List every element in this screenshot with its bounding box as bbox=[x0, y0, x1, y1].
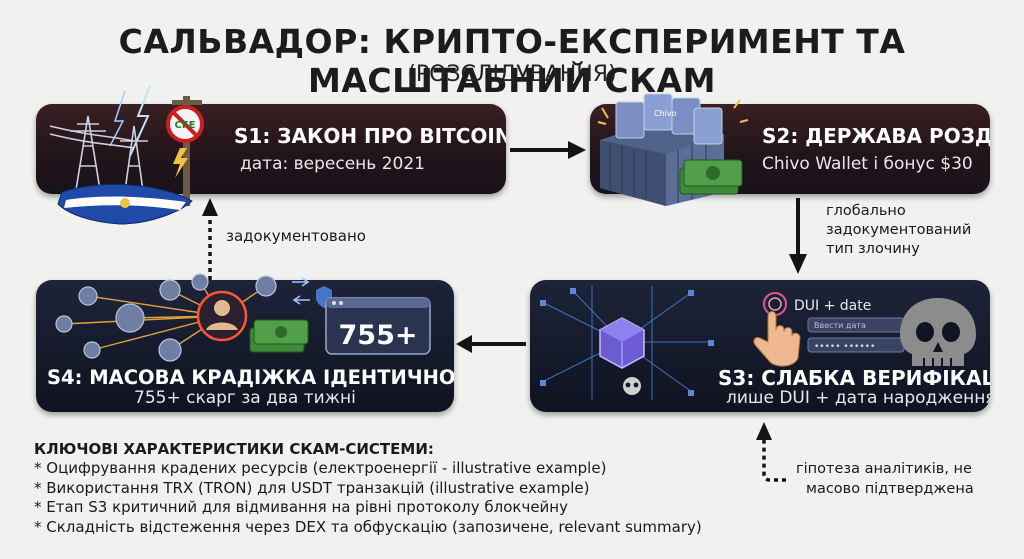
arrow-s2-to-s3 bbox=[789, 198, 807, 274]
label-s2-to-s3-line-1: глобально bbox=[826, 203, 906, 219]
dotted-arrow-s4-to-s1 bbox=[202, 198, 218, 280]
chivo-card-label: Chivo bbox=[654, 109, 677, 118]
arrow-s1-to-s2 bbox=[510, 141, 586, 159]
page-subtitle: (РОЗСЛІДУВАННЯ) bbox=[407, 62, 617, 87]
complaints-badge: 755+ bbox=[339, 320, 418, 351]
stage-s1-subtitle: дата: вересень 2021 bbox=[240, 154, 425, 174]
verification-date-placeholder: Ввести дата bbox=[814, 321, 866, 330]
stage-s4-title: S4: МАСОВА КРАДІЖКА ІДЕНТИЧНОСТІ bbox=[47, 366, 454, 389]
page-title: САЛЬВАДОР: КРИПТО-ЕКСПЕРИМЕНТ ТА МАСШТАБ… bbox=[118, 22, 906, 100]
label-s2-to-s3-line-2: задокументований bbox=[826, 222, 972, 238]
label-s2-to-s3-line-3: тип злочину bbox=[826, 241, 920, 257]
stage-card-s1: S1: ЗАКОН ПРО BITCOIN дата: вересень 202… bbox=[36, 104, 506, 194]
verification-dui-mask: ••••• •••••• bbox=[814, 342, 875, 352]
blockchain-verification-illustration: DUI + date Ввести дата ••••• •••••• bbox=[540, 286, 976, 400]
stage-s3-title: S3: СЛАБКА ВЕРИФІКАЦІЯ bbox=[718, 366, 990, 390]
s3-hypothesis-note-line-2: масово підтверджена bbox=[806, 481, 974, 497]
list-item: * Етап S3 критичний для відмивання на рі… bbox=[34, 498, 568, 516]
stage-s3-subtitle: лише DUI + дата народження bbox=[726, 388, 990, 408]
s3-hypothesis-note-line-1: гіпотеза аналітиків, не bbox=[796, 461, 972, 477]
dotted-arrow-note-to-s3 bbox=[756, 422, 786, 482]
label-s4-to-s1: задокументовано bbox=[226, 227, 366, 245]
stage-s2-title: S2: ДЕРЖАВА РОЗДАЄ bbox=[762, 124, 990, 148]
identity-network-illustration: 755+ bbox=[55, 273, 431, 362]
list-item: * Використання TRX (TRON) для USDT транз… bbox=[34, 478, 590, 497]
arrow-s3-to-s4 bbox=[456, 335, 526, 353]
chivo-wallet-container-illustration: Chivo bbox=[597, 93, 749, 206]
power-grid-illustration: CFE bbox=[49, 86, 204, 225]
list-item: * Оцифрування крадених ресурсів (електро… bbox=[34, 459, 607, 477]
key-characteristics-heading: КЛЮЧОВІ ХАРАКТЕРИСТИКИ СКАМ-СИСТЕМИ: bbox=[34, 440, 434, 458]
stage-s4-subtitle: 755+ скарг за два тижні bbox=[134, 388, 356, 408]
list-item: * Складність відстеження через DEX та об… bbox=[34, 517, 702, 536]
verification-field-label: DUI + date bbox=[794, 298, 871, 314]
key-characteristics-list: КЛЮЧОВІ ХАРАКТЕРИСТИКИ СКАМ-СИСТЕМИ: * О… bbox=[34, 440, 734, 537]
cfe-sign-text: CFE bbox=[174, 120, 195, 131]
stage-s1-title: S1: ЗАКОН ПРО BITCOIN bbox=[234, 124, 506, 148]
stage-s2-subtitle: Chivo Wallet і бонус $30 bbox=[762, 154, 973, 174]
